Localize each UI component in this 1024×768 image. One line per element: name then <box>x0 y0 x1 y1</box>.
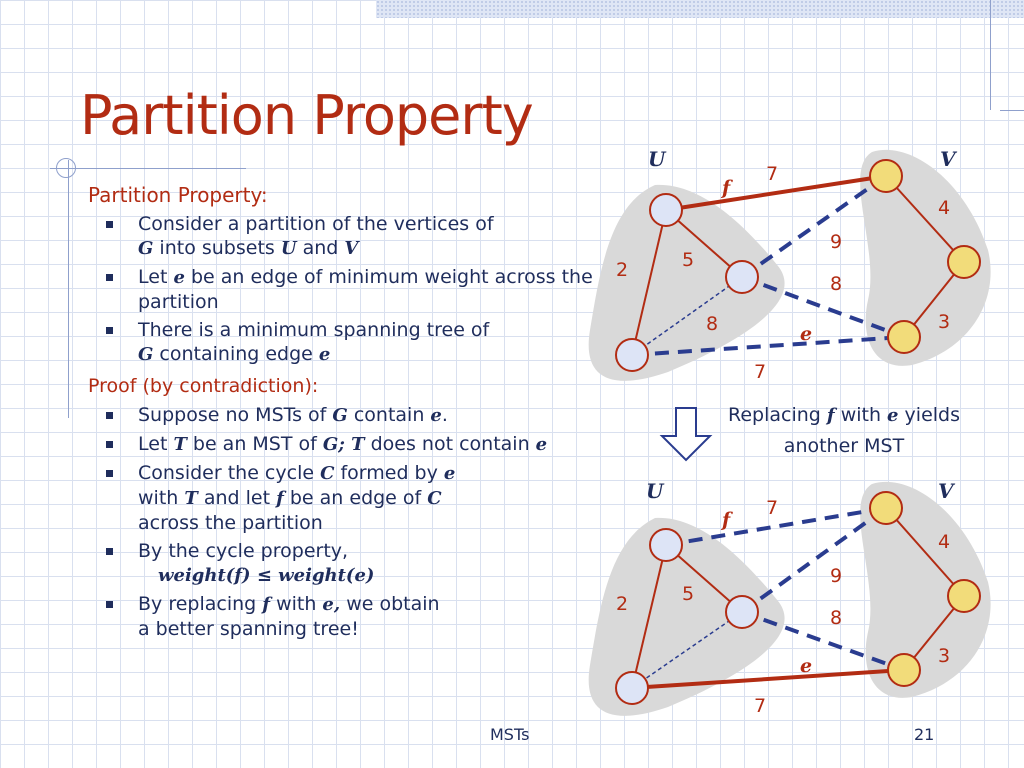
node-u2-bottom <box>725 595 759 629</box>
node-u2-top <box>725 260 759 294</box>
partition-bullets: Consider a partition of the vertices of … <box>88 212 608 367</box>
edge-2-top <box>631 209 667 356</box>
node-v3-bottom <box>887 653 921 687</box>
weight-5-bottom: 5 <box>682 583 694 605</box>
edge-9-top <box>740 174 888 279</box>
section-heading-proof: Proof (by contradiction): <box>88 375 319 397</box>
weight-2-bottom: 2 <box>616 593 628 615</box>
label-f-bottom: f <box>720 509 733 531</box>
node-v2-top <box>947 245 981 279</box>
slide-body: Partition Property: Consider a partition… <box>88 182 608 645</box>
decor-circle <box>56 158 76 178</box>
edge-f-top <box>665 174 887 212</box>
slide-title: Partition Property <box>80 84 534 147</box>
node-u3-bottom <box>615 671 649 705</box>
weight-4-bottom: 4 <box>938 531 950 553</box>
label-e-bottom: e <box>800 655 812 677</box>
weight-9-bottom: 9 <box>830 565 842 587</box>
decor-title-underline <box>50 168 246 169</box>
down-arrow-icon <box>659 407 713 462</box>
weight-7b-bottom: 7 <box>754 695 766 717</box>
bullet-partition: Consider a partition of the vertices of … <box>106 212 608 261</box>
top-decor-band <box>376 0 1024 18</box>
weight-3-top: 3 <box>938 311 950 333</box>
weight-f-top: 7 <box>766 163 778 185</box>
weight-7b-top: 7 <box>754 361 766 383</box>
set-u-label-bottom: U <box>646 479 665 503</box>
section-heading-partition: Partition Property: <box>88 183 268 207</box>
weight-2-top: 2 <box>616 259 628 281</box>
set-v-label-bottom: V <box>938 479 956 503</box>
edge-f-bottom <box>665 506 887 547</box>
node-v3-top <box>887 320 921 354</box>
weight-8a-top: 8 <box>706 313 718 335</box>
decor-right-vline <box>990 0 991 110</box>
region-v-bottom <box>860 481 991 698</box>
set-v-label-top: V <box>940 147 958 171</box>
bottom-graph: U V 7 f 4 9 2 5 8 3 e 7 <box>588 479 991 717</box>
weight-8b-top: 8 <box>830 273 842 295</box>
node-v2-bottom <box>947 579 981 613</box>
bullet-replacing: By replacing f with e, we obtain a bette… <box>106 592 608 641</box>
decor-left-vline <box>68 160 69 418</box>
label-f-top: f <box>720 177 733 199</box>
edge-4-top <box>885 175 965 263</box>
weight-5-top: 5 <box>682 249 694 271</box>
replacement-caption: Replacing f with e yields another MST <box>727 404 960 457</box>
weight-f-bottom: 7 <box>766 497 778 519</box>
node-u3-top <box>615 338 649 372</box>
bullet-suppose: Suppose no MSTs of G contain e. <box>106 403 608 428</box>
node-v1-bottom <box>869 491 903 525</box>
edge-4-bottom <box>885 507 965 597</box>
proof-bullets: Suppose no MSTs of G contain e. Let T be… <box>88 403 608 641</box>
edge-8a-top <box>631 276 743 356</box>
node-u1-top <box>649 193 683 227</box>
weight-8-bottom: 8 <box>830 607 842 629</box>
bullet-mst-exists: There is a minimum spanning tree of G co… <box>106 318 608 367</box>
bullet-cycle-property: By the cycle property, weight(f) ≤ weigh… <box>106 539 608 588</box>
weight-inequality: weight(f) ≤ weight(e) <box>158 565 375 586</box>
set-u-label-top: U <box>648 147 667 171</box>
label-e-top: e <box>800 323 812 345</box>
bullet-let-t: Let T be an MST of G; T does not contain… <box>106 432 608 457</box>
edge-e-bottom <box>631 668 905 690</box>
decor-right-hline <box>1000 110 1024 111</box>
page-number: 21 <box>914 725 935 744</box>
edge-9-bottom <box>740 506 888 614</box>
node-v1-top <box>869 159 903 193</box>
weight-4-top: 4 <box>938 197 950 219</box>
edge-8a-bottom <box>631 611 743 689</box>
weight-9-top: 9 <box>830 231 842 253</box>
edge-2-bottom <box>631 544 667 689</box>
edge-8-bottom <box>741 610 905 672</box>
bullet-min-edge: Let e be an edge of minimum weight acros… <box>106 265 608 314</box>
region-v-top <box>860 149 991 366</box>
weight-3-bottom: 3 <box>938 645 950 667</box>
edge-8b-top <box>741 275 905 339</box>
top-graph: U V 7 f 4 9 2 5 8 8 3 e 7 <box>588 147 991 383</box>
node-u1-bottom <box>649 528 683 562</box>
footer-title: MSTs <box>490 725 530 744</box>
bullet-cycle: Consider the cycle C formed by e with T … <box>106 461 608 535</box>
